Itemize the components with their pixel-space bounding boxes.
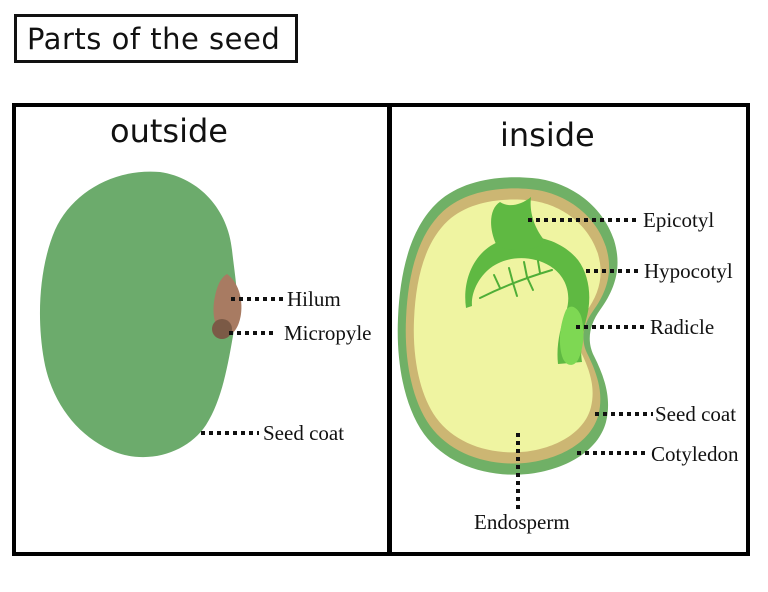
outside-seed-coat-leader-line bbox=[201, 431, 259, 435]
page-title: Parts of the seed bbox=[27, 21, 281, 56]
micropyle-leader-line bbox=[229, 331, 277, 335]
inside-seed-coat-label: Seed coat bbox=[655, 402, 737, 426]
micropyle-label: Micropyle bbox=[284, 321, 372, 345]
cotyledon-label: Cotyledon bbox=[651, 442, 739, 466]
diagram-frame bbox=[12, 103, 750, 556]
radicle-label: Radicle bbox=[650, 315, 715, 339]
outside-seed-coat-label: Seed coat bbox=[263, 421, 345, 445]
hilum-leader-line bbox=[231, 297, 283, 301]
hypocotyl-leader-line bbox=[586, 269, 639, 273]
outside-panel-heading: outside bbox=[110, 112, 228, 150]
hilum-label: Hilum bbox=[287, 287, 341, 311]
diagram-title-box: Parts of the seed bbox=[14, 14, 298, 63]
epicotyl-leader-line bbox=[528, 218, 638, 222]
cotyledon-leader-line bbox=[577, 451, 648, 455]
endosperm-label: Endosperm bbox=[474, 510, 570, 534]
hypocotyl-label: Hypocotyl bbox=[644, 259, 733, 283]
endosperm-leader-line bbox=[516, 433, 520, 509]
inside-panel-heading: inside bbox=[500, 116, 595, 154]
epicotyl-label: Epicotyl bbox=[643, 208, 715, 232]
inside-seed-coat-leader-line bbox=[595, 412, 653, 416]
panel-divider bbox=[387, 105, 392, 554]
radicle-leader-line bbox=[576, 325, 646, 329]
